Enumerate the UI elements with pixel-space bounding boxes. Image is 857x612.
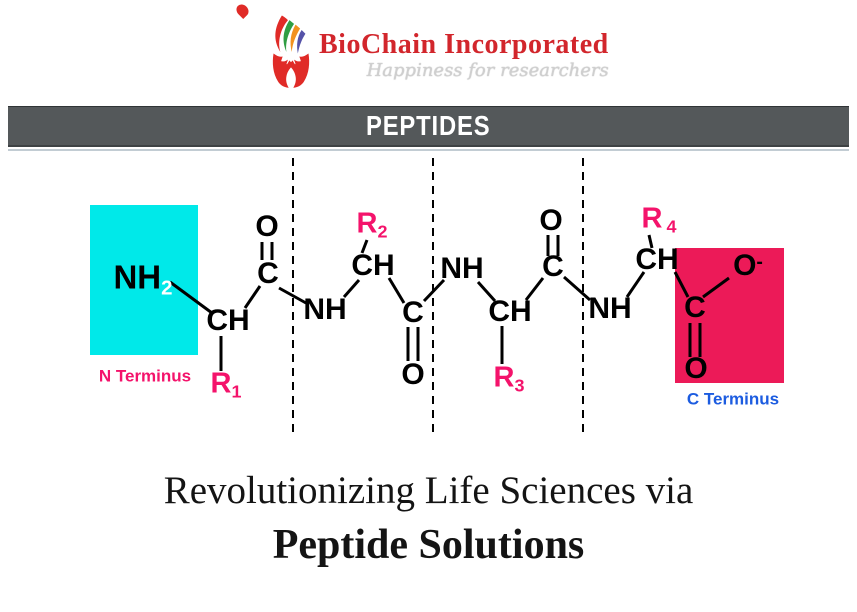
banner-title: PEPTIDES	[366, 110, 491, 141]
amide-nh-label-1: NH	[303, 293, 347, 326]
amine-group-label: NH2	[113, 258, 173, 300]
carboxylate-charge: -	[756, 250, 763, 273]
logo-text: BioChain Incorporated Happiness for rese…	[319, 14, 609, 81]
banner-underline	[8, 149, 849, 151]
amide-nh-label-2: NH	[440, 252, 484, 285]
c-terminus-highlight-box	[675, 248, 784, 383]
carboxylate-oxygen-label: O-	[733, 249, 763, 282]
carboxyl-oxygen-label: O	[684, 352, 708, 385]
alpha-carbon-label-2: CH	[351, 249, 395, 282]
carbonyl-carbon-label-2: C	[402, 296, 424, 329]
brand-name: BioChain Incorporated	[319, 29, 609, 60]
headline-line1: Revolutionizing Life Sciences via	[163, 469, 694, 512]
amide-nh-label-3: NH	[588, 292, 632, 325]
carbonyl-carbon-label-3: C	[542, 250, 564, 283]
n-terminus-caption: N Terminus	[98, 366, 192, 386]
alpha-carbon-label-1: CH	[206, 304, 250, 337]
n-terminus-highlight-box	[90, 205, 198, 355]
carbonyl-oxygen-label-2: O	[401, 358, 425, 391]
side-chain-label-r2: R2	[356, 207, 388, 242]
flame-hands-icon	[272, 15, 310, 88]
carbonyl-oxygen-label-3: O	[539, 204, 563, 237]
brand-tagline: Happiness for researchers	[366, 60, 609, 81]
amine-subscript: 2	[161, 276, 173, 300]
headline-line2: Peptide Solutions	[272, 522, 585, 568]
carboxyl-carbon-label: C	[684, 291, 706, 324]
section-banner: PEPTIDES	[8, 106, 849, 147]
alpha-carbon-label-4: CH	[635, 243, 679, 276]
carbonyl-carbon-label-1: C	[257, 257, 279, 290]
side-chain-label-r1: R1	[210, 367, 242, 402]
alpha-carbon-label-3: CH	[488, 295, 532, 328]
carbonyl-oxygen-label-1: O	[255, 210, 279, 243]
side-chain-label-r3: R3	[493, 361, 525, 396]
company-logo: BioChain Incorporated Happiness for rese…	[234, 2, 609, 90]
c-terminus-caption: C Terminus	[686, 389, 780, 409]
